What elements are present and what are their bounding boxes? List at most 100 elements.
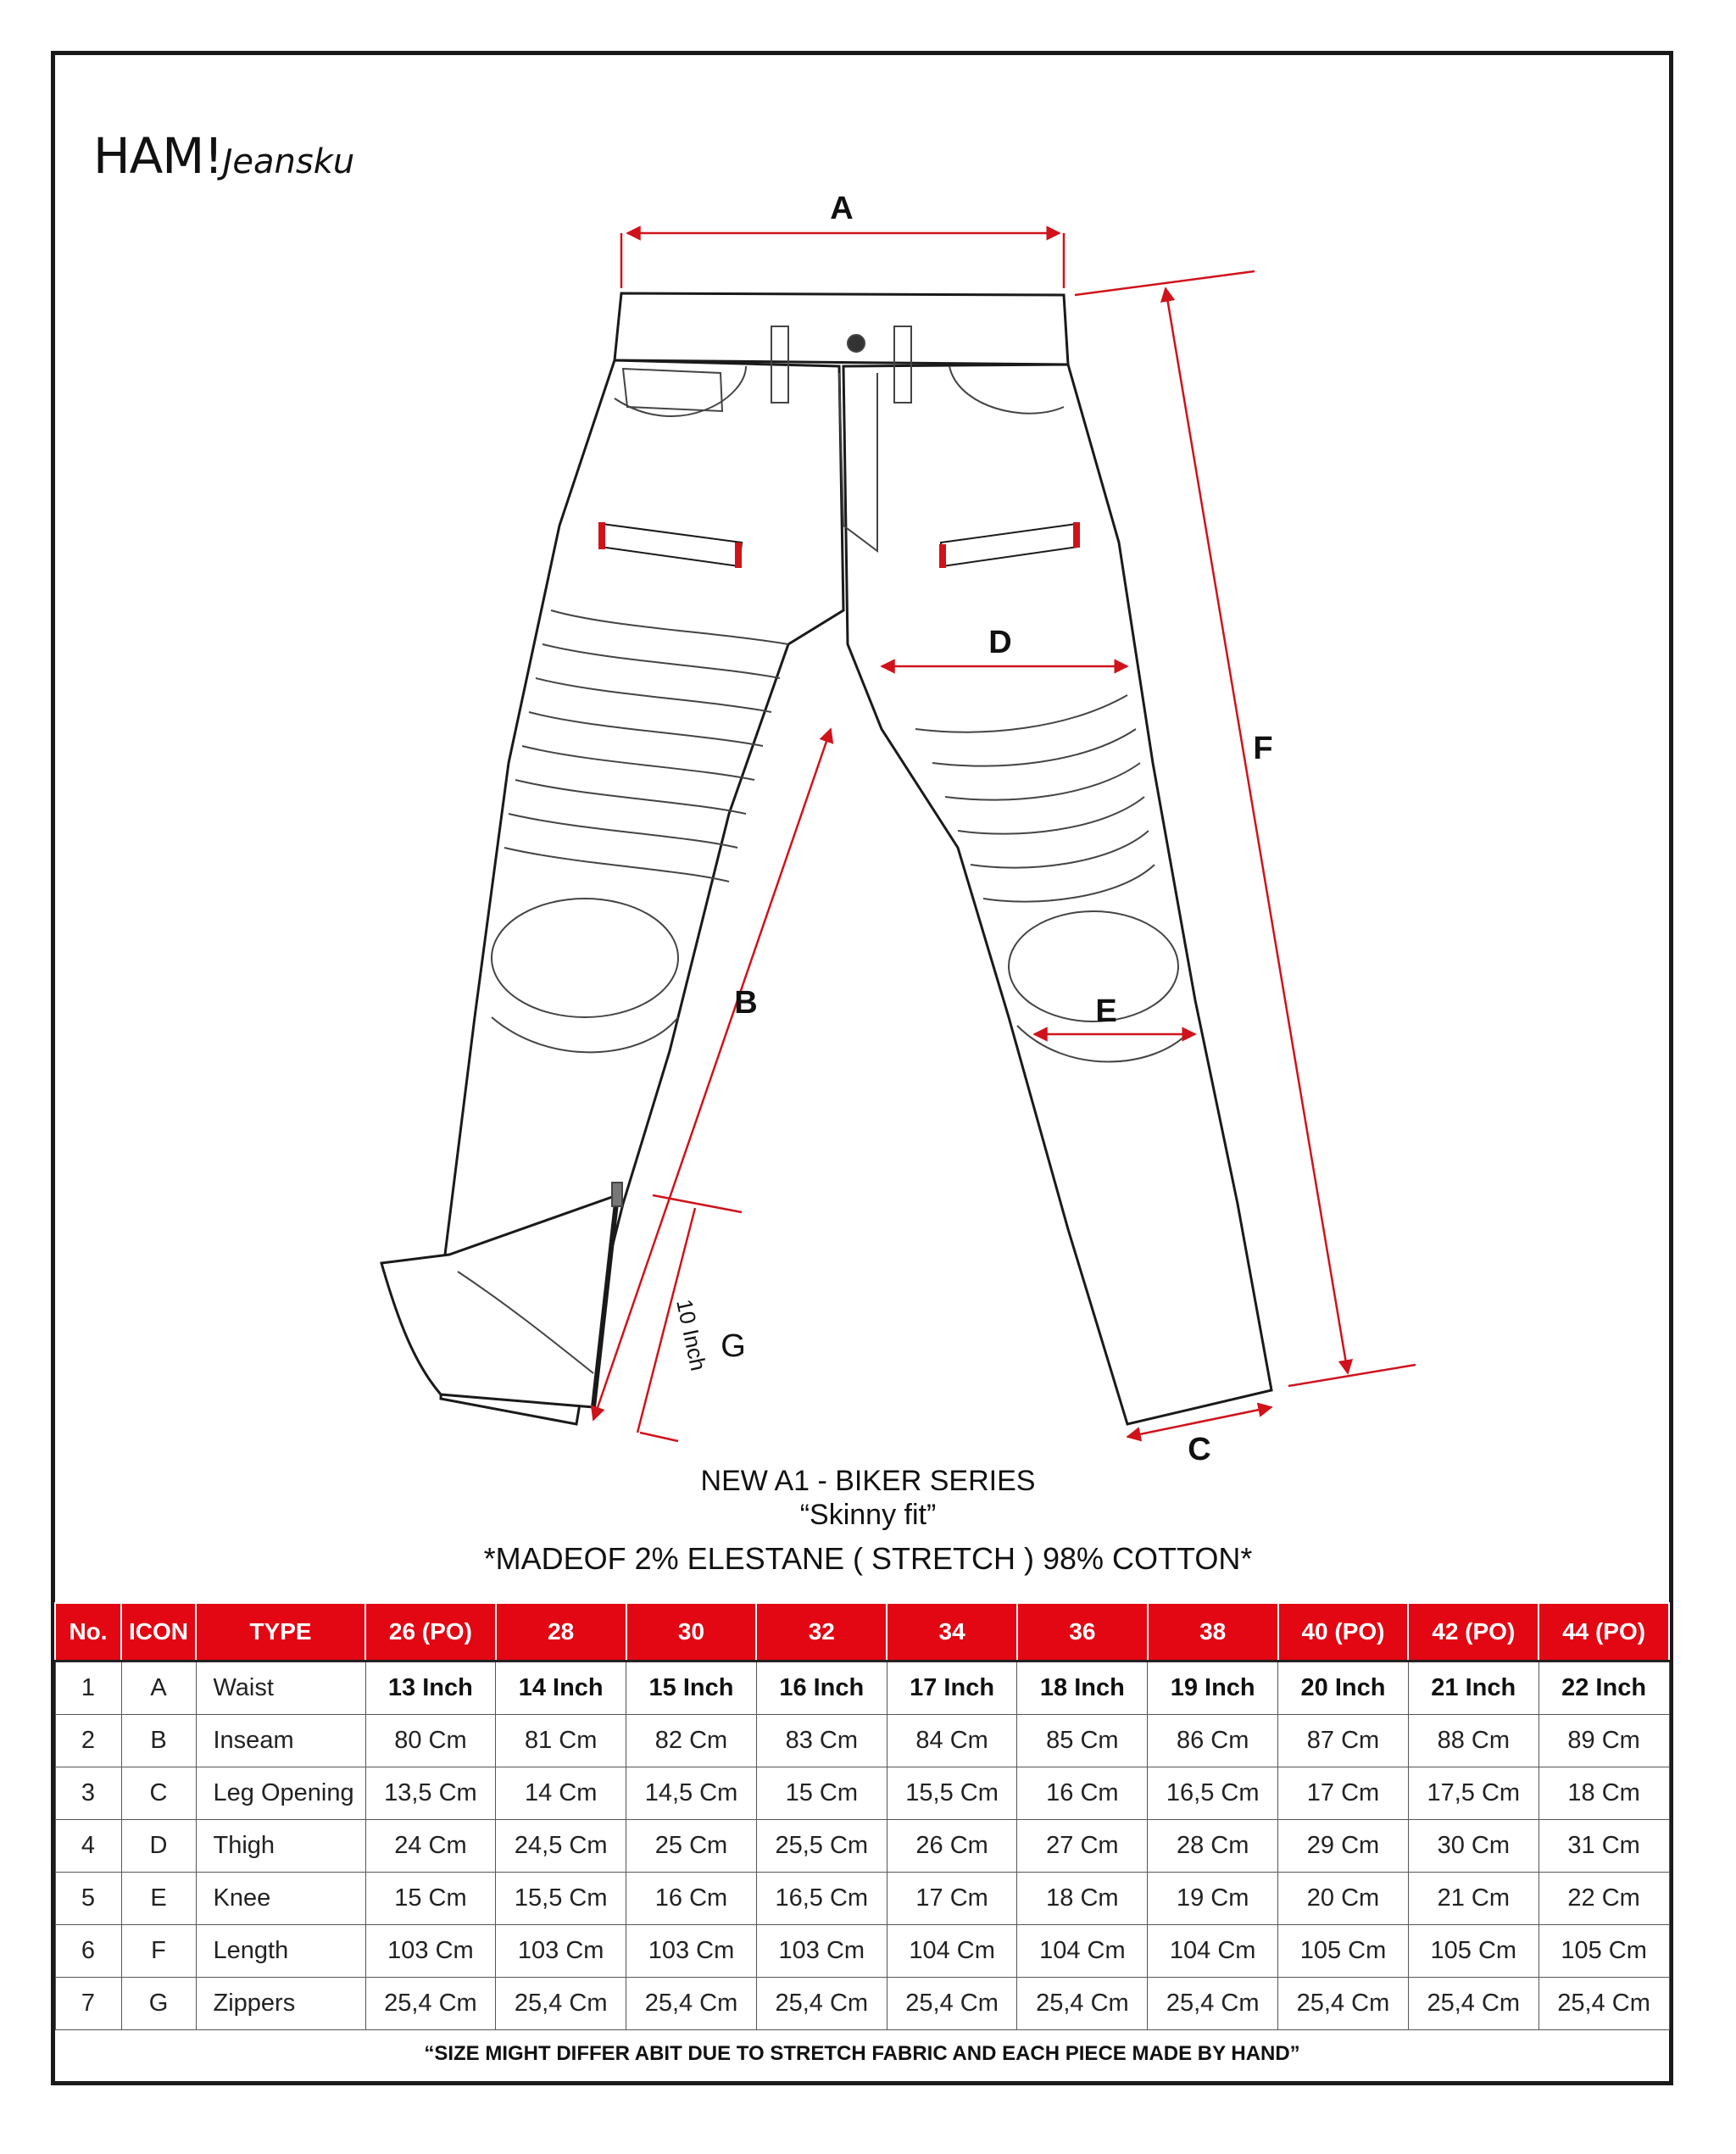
header-size: 40 (PO) — [1277, 1602, 1410, 1662]
header-size: 44 (PO) — [1538, 1602, 1670, 1662]
row-icon: E — [120, 1872, 197, 1925]
size-chart-header-row: No. ICON TYPE 26 (PO) 28 30 32 34 36 38 … — [54, 1602, 1670, 1662]
size-value: 20 Inch — [1277, 1661, 1409, 1715]
pocket-curve-right — [949, 365, 1065, 415]
button — [847, 334, 865, 353]
row-icon: A — [120, 1661, 197, 1715]
size-value: 15,5 Cm — [495, 1872, 627, 1925]
size-value: 25,4 Cm — [1538, 1977, 1670, 2030]
size-value: 29 Cm — [1277, 1819, 1409, 1873]
fly — [838, 372, 878, 553]
size-value: 21 Inch — [1407, 1661, 1539, 1715]
row-number: 7 — [54, 1977, 122, 2030]
size-value: 15 Inch — [626, 1661, 757, 1715]
size-value: 25,4 Cm — [1277, 1977, 1409, 2030]
size-value: 104 Cm — [1147, 1924, 1279, 1978]
size-value: 81 Cm — [495, 1714, 627, 1767]
size-value: 104 Cm — [886, 1924, 1018, 1978]
waistband — [613, 292, 1070, 366]
size-value: 17 Cm — [886, 1872, 1018, 1925]
pocket-curve-left — [614, 365, 747, 417]
row-icon: D — [120, 1819, 197, 1873]
belt-loop-left — [771, 326, 789, 404]
size-value: 25,4 Cm — [1016, 1977, 1149, 2030]
label-c: C — [1188, 1432, 1210, 1467]
size-value: 83 Cm — [755, 1714, 887, 1767]
size-value: 17 Inch — [886, 1661, 1018, 1715]
size-value: 22 Cm — [1538, 1872, 1670, 1925]
size-value: 85 Cm — [1016, 1714, 1149, 1767]
size-value: 24,5 Cm — [495, 1819, 627, 1873]
measure-f — [1160, 287, 1354, 1375]
row-icon: G — [120, 1977, 197, 2030]
size-value: 87 Cm — [1277, 1714, 1409, 1767]
header-size: 28 — [494, 1602, 627, 1662]
size-value: 15,5 Cm — [886, 1767, 1018, 1820]
row-type: Thigh — [195, 1819, 366, 1873]
size-chart-table: No. ICON TYPE 26 (PO) 28 30 32 34 36 38 … — [54, 1602, 1670, 2078]
jeans-outline — [380, 292, 1273, 1426]
size-value: 17 Cm — [1277, 1767, 1409, 1820]
size-value: 89 Cm — [1538, 1714, 1670, 1767]
size-value: 18 Cm — [1016, 1872, 1149, 1925]
size-value: 25,4 Cm — [495, 1977, 627, 2030]
measure-g — [636, 1207, 697, 1433]
header-size: 38 — [1146, 1602, 1279, 1662]
footnote-row: “SIZE MIGHT DIFFER ABIT DUE TO STRETCH F… — [55, 2029, 1669, 2078]
size-value: 105 Cm — [1277, 1924, 1409, 1978]
size-value: 19 Inch — [1147, 1661, 1279, 1715]
size-value: 14 Inch — [495, 1661, 627, 1715]
size-value: 21 Cm — [1407, 1872, 1539, 1925]
brand-main: HAM! — [93, 127, 224, 185]
size-value: 25,4 Cm — [1407, 1977, 1539, 2030]
size-value: 16,5 Cm — [755, 1872, 887, 1925]
header-size: 42 (PO) — [1407, 1602, 1540, 1662]
size-value: 13 Inch — [364, 1661, 497, 1715]
size-value: 16,5 Cm — [1147, 1767, 1279, 1820]
zipper-length-note: 10 Inch — [671, 1297, 711, 1373]
product-name: NEW A1 - BIKER SERIES — [700, 1465, 1036, 1497]
label-a: A — [830, 191, 853, 226]
label-f: F — [1253, 731, 1272, 766]
right-leg — [842, 363, 1273, 1426]
size-value: 105 Cm — [1407, 1924, 1539, 1978]
header-no: No. — [54, 1602, 122, 1662]
size-value: 25,4 Cm — [755, 1977, 887, 2030]
row-icon: C — [120, 1767, 197, 1820]
size-footnote: “SIZE MIGHT DIFFER ABIT DUE TO STRETCH F… — [55, 2029, 1669, 2078]
row-number: 5 — [54, 1872, 122, 1925]
row-number: 2 — [54, 1714, 122, 1767]
size-value: 104 Cm — [1016, 1924, 1149, 1978]
header-icon: ICON — [120, 1602, 197, 1662]
belt-loop-right — [893, 326, 912, 404]
size-value: 14,5 Cm — [626, 1767, 757, 1820]
label-e: E — [1095, 994, 1116, 1029]
page-frame — [51, 51, 1673, 2085]
row-type: Inseam — [195, 1714, 366, 1767]
brand-sub: Jeansku — [222, 142, 355, 181]
size-value: 25,4 Cm — [364, 1977, 497, 2030]
size-value: 82 Cm — [626, 1714, 757, 1767]
welt-pockets — [598, 522, 1080, 568]
row-icon: B — [120, 1714, 197, 1767]
row-icon: F — [120, 1924, 197, 1978]
label-g: G — [721, 1328, 746, 1364]
product-material: *MADEOF 2% ELESTANE ( STRETCH ) 98% COTT… — [483, 1541, 1253, 1576]
label-b: B — [734, 985, 757, 1021]
size-value: 103 Cm — [495, 1924, 627, 1978]
size-value: 16 Cm — [1016, 1767, 1149, 1820]
size-value: 26 Cm — [886, 1819, 1018, 1873]
size-value: 80 Cm — [364, 1714, 497, 1767]
header-size: 26 (PO) — [364, 1602, 497, 1662]
row-number: 6 — [54, 1924, 122, 1978]
size-value: 13,5 Cm — [364, 1767, 497, 1820]
row-number: 4 — [54, 1819, 122, 1873]
